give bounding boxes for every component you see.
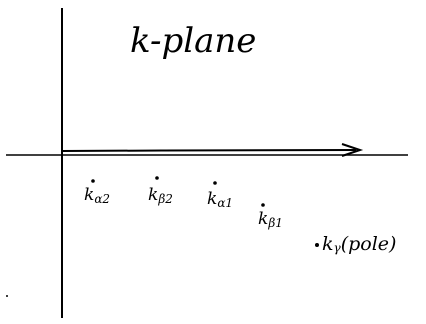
point-subscript: α1 (217, 196, 233, 210)
svg-text:kβ1: kβ1 (258, 209, 283, 230)
pole-base: k (322, 233, 334, 255)
point-base: k (84, 185, 94, 205)
pole-k-gamma: kγ(pole) (315, 233, 396, 255)
arrow-head-icon (341, 143, 364, 157)
point-marker (91, 179, 95, 183)
svg-text:kα2: kα2 (84, 185, 110, 206)
svg-text:kβ2: kβ2 (148, 185, 173, 206)
stray-dot (6, 295, 8, 297)
pole-suffix: (pole) (341, 233, 397, 255)
integration-path (61, 149, 357, 152)
point-subscript: α2 (94, 192, 110, 206)
point-k-beta2: kβ2 (148, 176, 173, 206)
point-marker (261, 203, 265, 207)
svg-text:kα1: kα1 (207, 189, 233, 210)
point-marker (213, 181, 217, 185)
point-k-alpha1: kα1 (207, 181, 233, 210)
point-base: k (148, 185, 158, 205)
plane-title: k-plane (130, 21, 256, 61)
point-subscript: β2 (157, 192, 173, 206)
point-k-alpha2: kα2 (84, 179, 110, 206)
point-base: k (258, 209, 268, 229)
point-marker (155, 176, 159, 180)
point-subscript: β1 (267, 216, 283, 230)
svg-text:kγ(pole): kγ(pole) (322, 233, 396, 255)
pole-subscript: γ (334, 241, 342, 255)
real-axis (5, 153, 409, 157)
point-k-beta1: kβ1 (258, 203, 283, 230)
point-base: k (207, 189, 217, 209)
pole-marker (315, 243, 319, 247)
